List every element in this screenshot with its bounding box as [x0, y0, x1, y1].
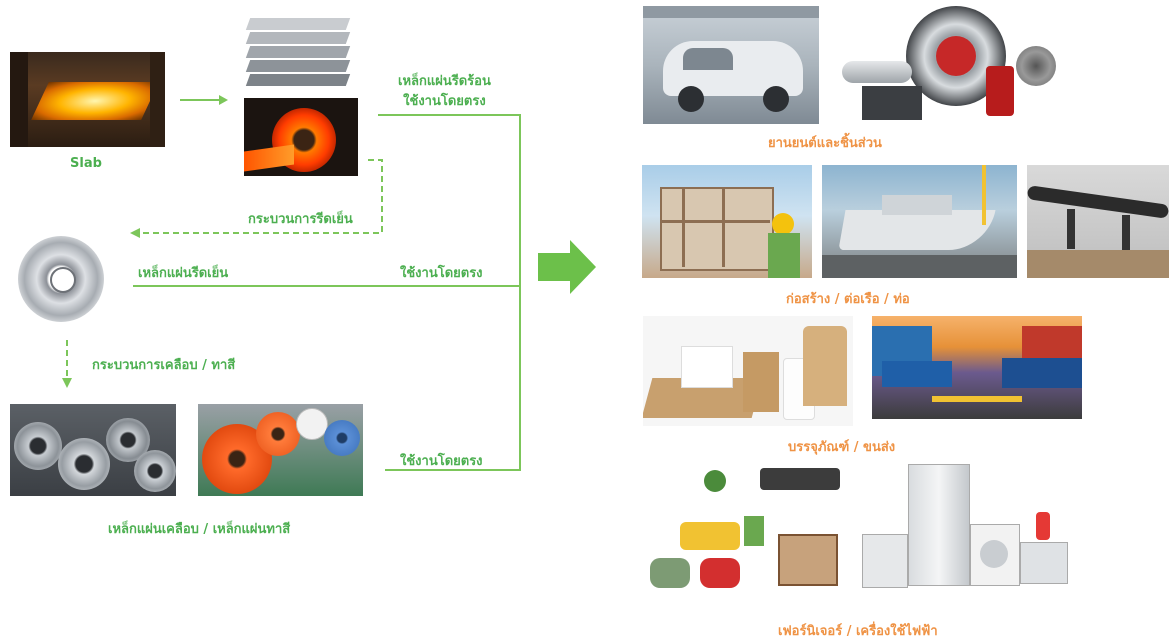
cold-rolling-process-label: กระบวนการรีดเย็น [248, 212, 353, 227]
painted-coils-photo [198, 404, 363, 496]
coating-process-label: กระบวนการเคลือบ / ทาสี [92, 358, 236, 373]
pipeline-photo [1027, 165, 1169, 278]
transport-photo [872, 316, 1082, 419]
cold-coil-photo [10, 232, 125, 327]
car-factory-photo [643, 6, 819, 124]
hot-rolled-label: เหล็กแผ่นรีดร้อน ใช้งานโดยตรง [398, 72, 491, 112]
car-parts-photo [836, 6, 1060, 124]
furniture-photo [644, 462, 844, 592]
shipbuilding-photo [822, 165, 1017, 278]
coated-painted-label: เหล็กแผ่นเคลือบ / เหล็กแผ่นทาสี [108, 522, 291, 537]
packaging-photo [643, 316, 853, 426]
direct-use-label-1: ใช้งานโดยตรง [400, 266, 483, 281]
big-arrow [538, 240, 596, 294]
direct-use-label-2: ใช้งานโดยตรง [400, 454, 483, 469]
hot-coil-photo [244, 98, 358, 176]
slab-photo [10, 52, 165, 147]
cold-rolled-label: เหล็กแผ่นรีดเย็น [138, 266, 229, 281]
packaging-label: บรรจุภัณฑ์ / ขนส่ง [788, 440, 896, 455]
galvanized-coils-photo [10, 404, 176, 496]
construction-label: ก่อสร้าง / ต่อเรือ / ท่อ [786, 292, 910, 307]
slab-label: Slab [70, 156, 102, 171]
appliances-photo [858, 462, 1068, 592]
automotive-label: ยานยนต์และชิ้นส่วน [768, 136, 882, 151]
steel-plates-photo [244, 8, 356, 92]
hot-rolled-label-line2: ใช้งานโดยตรง [403, 94, 486, 109]
hot-rolled-label-line1: เหล็กแผ่นรีดร้อน [398, 74, 491, 89]
furniture-label: เฟอร์นิเจอร์ / เครื่องใช้ไฟฟ้า [778, 624, 938, 639]
building-construction-photo [642, 165, 812, 278]
